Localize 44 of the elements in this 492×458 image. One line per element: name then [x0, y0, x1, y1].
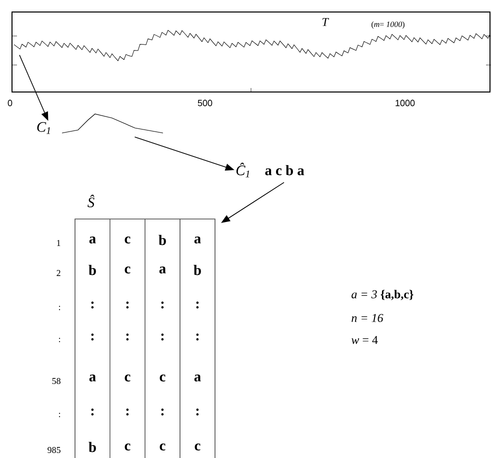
symbol: : — [126, 408, 129, 416]
row-number: 2 — [56, 270, 60, 276]
symbol: a — [89, 236, 96, 244]
symbol: a — [89, 374, 96, 382]
symbol: c — [160, 444, 166, 450]
symbol: c — [194, 444, 200, 450]
symbol: b — [88, 264, 96, 276]
parameter: a = 3 {a,b,c} — [352, 290, 414, 300]
parameter: w = 4 — [351, 336, 378, 344]
length-label: (m= 1000) — [372, 21, 404, 29]
symbol: c — [124, 374, 130, 382]
symbol: : — [161, 334, 164, 340]
table-heading: Ŝ — [88, 194, 94, 208]
symbol: : — [161, 408, 164, 416]
symbol: : — [161, 302, 164, 308]
row-number: : — [59, 338, 60, 342]
symbol: : — [126, 334, 129, 340]
row-number: 1 — [57, 240, 60, 246]
symbol: c — [160, 374, 166, 382]
symbol: c — [124, 266, 130, 274]
symbol: a — [159, 266, 166, 274]
symbol: : — [91, 334, 94, 340]
tick-label: 0 — [8, 100, 12, 106]
symbol: c — [124, 444, 130, 450]
row-number: 985 — [48, 446, 60, 454]
symbol: : — [91, 302, 94, 308]
symbol: b — [88, 442, 96, 452]
subsequence-label: C$_{1}$ — [37, 122, 50, 134]
row-number: 58 — [52, 378, 60, 384]
symbol: : — [196, 302, 199, 308]
symbolic-word: Ĉ$_{1}$ a c b a — [236, 162, 304, 178]
symbol: : — [196, 334, 199, 340]
row-number: : — [59, 306, 60, 310]
symbol: : — [196, 408, 199, 416]
symbol: c — [124, 236, 130, 244]
symbol: a — [194, 236, 201, 244]
symbol: : — [126, 302, 129, 308]
symbol: b — [158, 234, 166, 246]
symbol: a — [194, 374, 201, 382]
parameter: n = 16 — [352, 314, 384, 322]
symbol: b — [194, 264, 201, 276]
series-name: T — [322, 18, 330, 26]
row-number: : — [59, 412, 60, 418]
symbol: : — [91, 408, 94, 416]
